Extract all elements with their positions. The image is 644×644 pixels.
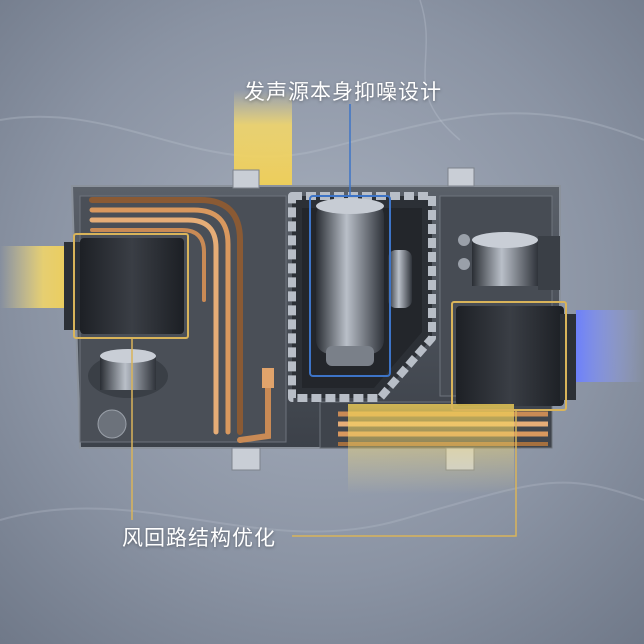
callout-frame-left-fan bbox=[73, 233, 189, 339]
callout-frame-right-fan bbox=[451, 301, 567, 411]
warm-airflow-left bbox=[0, 246, 72, 308]
cool-airflow-right bbox=[576, 310, 644, 382]
right-fan-box bbox=[456, 306, 576, 406]
callout-airflow-optimization: 风回路结构优化 bbox=[122, 526, 276, 550]
fan-blower-icon bbox=[88, 349, 168, 439]
compressor-compartment bbox=[288, 192, 436, 402]
compressor-icon bbox=[316, 202, 384, 354]
right-fan-icon bbox=[458, 232, 560, 290]
warm-airflow-bottom bbox=[348, 404, 514, 494]
callout-noise-reduction: 发声源本身抑噪设计 bbox=[244, 80, 442, 104]
leader-line-right bbox=[292, 410, 517, 537]
copper-pipe-icon bbox=[89, 197, 274, 443]
left-fan-box bbox=[64, 238, 184, 334]
